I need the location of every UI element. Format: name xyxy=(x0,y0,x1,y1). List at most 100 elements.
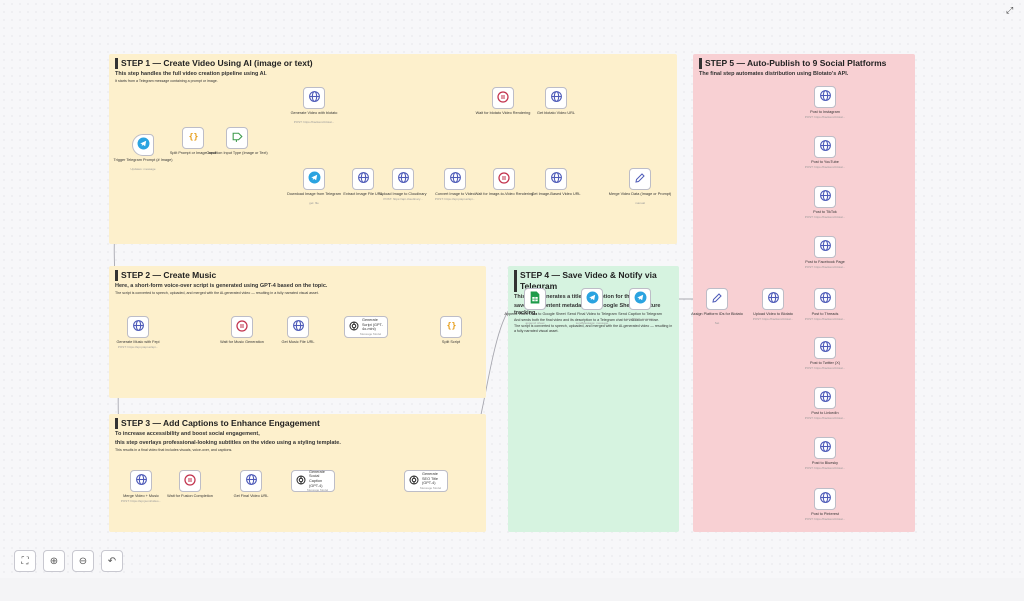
node-merge-music[interactable] xyxy=(130,470,152,492)
sticky-note-title: STEP 5 — Auto-Publish to 9 Social Platfo… xyxy=(699,58,909,69)
node-wait-video[interactable] xyxy=(492,87,514,109)
node-label: Generate Video with blotato xyxy=(290,111,338,115)
node-post-tiktok[interactable] xyxy=(814,186,836,208)
globe-icon xyxy=(245,473,258,489)
node-extract-url[interactable] xyxy=(352,168,374,190)
globe-icon xyxy=(135,473,148,489)
node-subtitle: POST: https://api.json2video... xyxy=(120,498,162,503)
globe-icon xyxy=(767,291,780,307)
node-merge-data[interactable] xyxy=(629,168,651,190)
node-assign-ids[interactable] xyxy=(706,288,728,310)
node-wait-fusion[interactable] xyxy=(179,470,201,492)
sticky-note-text: this step overlays professional-looking … xyxy=(115,440,341,446)
node-post-bluesky[interactable] xyxy=(814,437,836,459)
node-subtitle: manual xyxy=(635,201,645,206)
node-label: Post to Threads xyxy=(811,312,839,316)
node-get-video[interactable] xyxy=(545,87,567,109)
node-label: Send Caption to Telegram xyxy=(618,312,662,316)
sticky-note-text: The final step automates distribution us… xyxy=(699,71,849,77)
node-subtitle: POST: https://backend.blotat... xyxy=(804,316,846,321)
node-subtitle: POST: https://backend.blotat... xyxy=(804,114,846,119)
node-post-facebook[interactable] xyxy=(814,236,836,258)
pause-icon xyxy=(497,90,509,106)
node-subtitle: sendVideo: message xyxy=(626,316,654,321)
node-label: Post to Pinterest xyxy=(811,512,839,516)
telegram-icon xyxy=(308,171,321,187)
node-get-final[interactable] xyxy=(240,470,262,492)
globe-icon xyxy=(819,239,832,255)
node-post-twitter[interactable] xyxy=(814,337,836,359)
sticky-note-text: The script is converted to speech, uploa… xyxy=(115,291,319,295)
route-icon xyxy=(231,130,244,146)
node-label: Split Prompt or Image Input xyxy=(169,151,217,155)
sticky-note-text: It starts from a Telegram message contai… xyxy=(115,79,218,83)
zoom-out-button[interactable]: ⊖ xyxy=(72,550,94,572)
node-subtitle: POST: https://backend.blotat... xyxy=(804,516,846,521)
globe-icon xyxy=(819,491,832,507)
node-split-script[interactable]: {} xyxy=(440,316,462,338)
node-label: Assign Platform IDs for Blotato xyxy=(691,312,743,316)
workflow-canvas[interactable]: STEP 1 — Create Video Using AI (image or… xyxy=(0,0,1024,578)
node-label: Append Video Data to Google Sheet xyxy=(504,312,566,316)
node-gen-video[interactable] xyxy=(303,87,325,109)
node-subtitle: POST: https://api.piapi.ai/api... xyxy=(117,344,159,349)
telegram-icon xyxy=(586,291,599,307)
undo-icon: ↶ xyxy=(107,555,117,567)
node-gen-script[interactable]: Generate Script (GPT-4o-mini)Message Mod… xyxy=(344,316,388,338)
node-append-sheet[interactable] xyxy=(524,288,546,310)
node-subtitle: POST: https://api.cloudinary... xyxy=(383,196,423,201)
node-post-youtube[interactable] xyxy=(814,136,836,158)
node-gen-seo[interactable]: Generate SEO Title (GPT-4)Message Model xyxy=(404,470,448,492)
node-condition[interactable] xyxy=(226,127,248,149)
pause-icon xyxy=(236,319,248,335)
node-post-linkedin[interactable] xyxy=(814,387,836,409)
sticky-note-text: This results in a final video that inclu… xyxy=(115,448,233,452)
node-subtitle: Set xyxy=(714,321,720,326)
sticky-note-title: STEP 1 — Create Video Using AI (image or… xyxy=(115,58,671,69)
node-get-img-video[interactable] xyxy=(545,168,567,190)
reset-zoom-button[interactable]: ↶ xyxy=(101,550,123,572)
node-send-caption-tg[interactable] xyxy=(629,288,651,310)
zoom-out-icon: ⊖ xyxy=(78,555,88,567)
globe-icon xyxy=(357,171,370,187)
node-upload-cloud[interactable] xyxy=(392,168,414,190)
node-send-video-tg[interactable] xyxy=(581,288,603,310)
node-label: Wait for Fusion Completion xyxy=(167,494,213,498)
telegram-icon xyxy=(634,291,647,307)
sticky-note-step1[interactable]: STEP 1 — Create Video Using AI (image or… xyxy=(109,54,677,244)
svg-text:{}: {} xyxy=(446,320,456,330)
node-split-prompt[interactable]: {} xyxy=(182,127,204,149)
node-subtitle: POST: https://backend.blotat... xyxy=(804,164,846,169)
node-post-threads[interactable] xyxy=(814,288,836,310)
node-label: Send Final Video to Telegram xyxy=(567,312,617,316)
pause-icon xyxy=(184,473,196,489)
node-label: Wait for Image-to-Video Rendering xyxy=(474,192,534,196)
node-label: Get Music File URL xyxy=(281,340,315,344)
globe-icon xyxy=(550,171,563,187)
fit-view-button[interactable]: ⛶ xyxy=(14,550,36,572)
node-label: Wait for blotato Video Rendering xyxy=(475,111,531,115)
node-subtitle: sendMessage: message xyxy=(575,321,609,326)
node-wait-img[interactable] xyxy=(493,168,515,190)
node-gen-caption[interactable]: Generate Social Caption (GPT-4)Message M… xyxy=(291,470,335,492)
node-upload-blotato[interactable] xyxy=(762,288,784,310)
zoom-in-button[interactable]: ⊕ xyxy=(43,550,65,572)
node-post-instagram[interactable] xyxy=(814,86,836,108)
openai-icon xyxy=(408,474,420,489)
node-trigger[interactable] xyxy=(132,134,154,156)
node-download-img[interactable] xyxy=(303,168,325,190)
node-convert-img[interactable] xyxy=(444,168,466,190)
node-inline-sub: Message Model xyxy=(360,331,382,336)
sticky-note-text: Here, a short-form voice-over script is … xyxy=(115,283,328,289)
node-inline-sub: Message Model xyxy=(420,485,442,490)
node-gen-music[interactable] xyxy=(127,316,149,338)
sticky-note-step5[interactable]: STEP 5 — Auto-Publish to 9 Social Platfo… xyxy=(693,54,915,532)
node-get-music[interactable] xyxy=(287,316,309,338)
node-wait-music[interactable] xyxy=(231,316,253,338)
globe-icon xyxy=(819,390,832,406)
node-post-pinterest[interactable] xyxy=(814,488,836,510)
expand-icon[interactable]: ⤢ xyxy=(1006,5,1014,15)
globe-icon xyxy=(819,139,832,155)
braces-icon: {} xyxy=(445,319,458,335)
telegram-icon xyxy=(137,137,150,153)
